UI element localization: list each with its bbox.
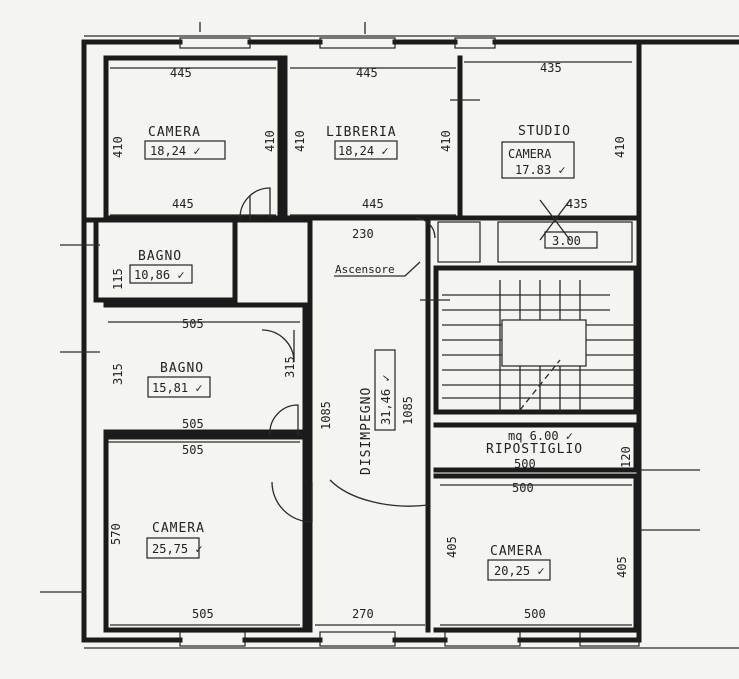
dim-label: 410 — [111, 136, 125, 158]
room-area: 25,75 ✓ — [152, 542, 203, 556]
room-name: Ascensore — [335, 263, 395, 276]
dim-label: 410 — [293, 130, 307, 152]
room-area: 20,25 ✓ — [494, 564, 545, 578]
room-name: CAMERA — [490, 544, 543, 559]
stairs — [442, 280, 636, 412]
dim-label: 570 — [109, 523, 123, 545]
dim-label: 120 — [619, 446, 633, 468]
room-bagno-small: BAGNO 10,86 ✓ — [129, 249, 193, 284]
dim-label: 1085 — [401, 396, 415, 425]
dim-label: 410 — [263, 130, 277, 152]
room-libreria: LIBRERIA 18,24 ✓ — [326, 125, 398, 160]
dim-label: 500 — [514, 457, 536, 471]
dim-label: 445 — [172, 197, 194, 211]
room-area-label: CAMERA — [508, 147, 552, 161]
dim-label: 505 — [182, 443, 204, 457]
dim-label: 410 — [613, 136, 627, 158]
room-name: RIPOSTIGLIO — [486, 442, 583, 457]
dim-label: 435 — [566, 197, 588, 211]
dim-label: 445 — [170, 66, 192, 80]
dim-label: 410 — [439, 130, 453, 152]
dim-label: 270 — [352, 607, 374, 621]
dimensions: 445 445 435 410 410 410 410 410 445 445 … — [109, 61, 633, 621]
room-ascensore: Ascensore — [334, 261, 421, 277]
dim-label: 445 — [362, 197, 384, 211]
room-name: BAGNO — [160, 361, 204, 376]
room-area: 17.83 ✓ — [515, 163, 566, 177]
room-area: 10,86 ✓ — [134, 268, 185, 282]
dim-label: 315 — [283, 356, 297, 378]
dim-label: 315 — [111, 363, 125, 385]
room-area: 3.00 — [552, 234, 581, 248]
room-camera-sw: CAMERA 25,75 ✓ — [146, 521, 205, 559]
dim-label: 505 — [182, 417, 204, 431]
dim-label: 405 — [445, 536, 459, 558]
room-name: LIBRERIA — [326, 125, 397, 140]
room-area: 18,24 ✓ — [150, 144, 201, 158]
dim-label: 230 — [352, 227, 374, 241]
dim-label: 445 — [356, 66, 378, 80]
room-camera-nw: CAMERA 18,24 ✓ — [144, 125, 226, 160]
dim-label: 405 — [615, 556, 629, 578]
room-bagno: BAGNO 15,81 ✓ — [147, 361, 211, 398]
room-area: 15,81 ✓ — [152, 381, 203, 395]
dim-label: 500 — [524, 607, 546, 621]
interior-walls — [81, 55, 639, 633]
dim-label: 500 — [512, 481, 534, 495]
outer-walls — [81, 35, 739, 649]
doors — [239, 187, 436, 523]
room-area: 31,46 ✓ — [379, 374, 393, 425]
room-name: BAGNO — [138, 249, 182, 264]
room-ripostiglio: mq 6.00 ✓ RIPOSTIGLIO — [486, 429, 583, 457]
dim-label: 505 — [192, 607, 214, 621]
dim-label: 505 — [182, 317, 204, 331]
room-camera-se: CAMERA 20,25 ✓ — [487, 544, 551, 581]
room-balcony: 3.00 — [544, 231, 598, 249]
room-name: STUDIO — [518, 124, 571, 139]
dim-label: 1085 — [319, 401, 333, 430]
dim-label: 435 — [540, 61, 562, 75]
room-name: DISIMPEGNO — [359, 387, 374, 475]
dimension-lines — [40, 22, 700, 626]
room-studio: STUDIO CAMERA 17.83 ✓ — [501, 124, 575, 179]
room-area: 18,24 ✓ — [338, 144, 389, 158]
dim-label: 115 — [111, 268, 125, 290]
room-area: mq 6.00 ✓ — [508, 429, 573, 443]
room-name: CAMERA — [152, 521, 205, 536]
room-disimpegno: DISIMPEGNO 31,46 ✓ — [359, 349, 396, 475]
room-name: CAMERA — [148, 125, 201, 140]
